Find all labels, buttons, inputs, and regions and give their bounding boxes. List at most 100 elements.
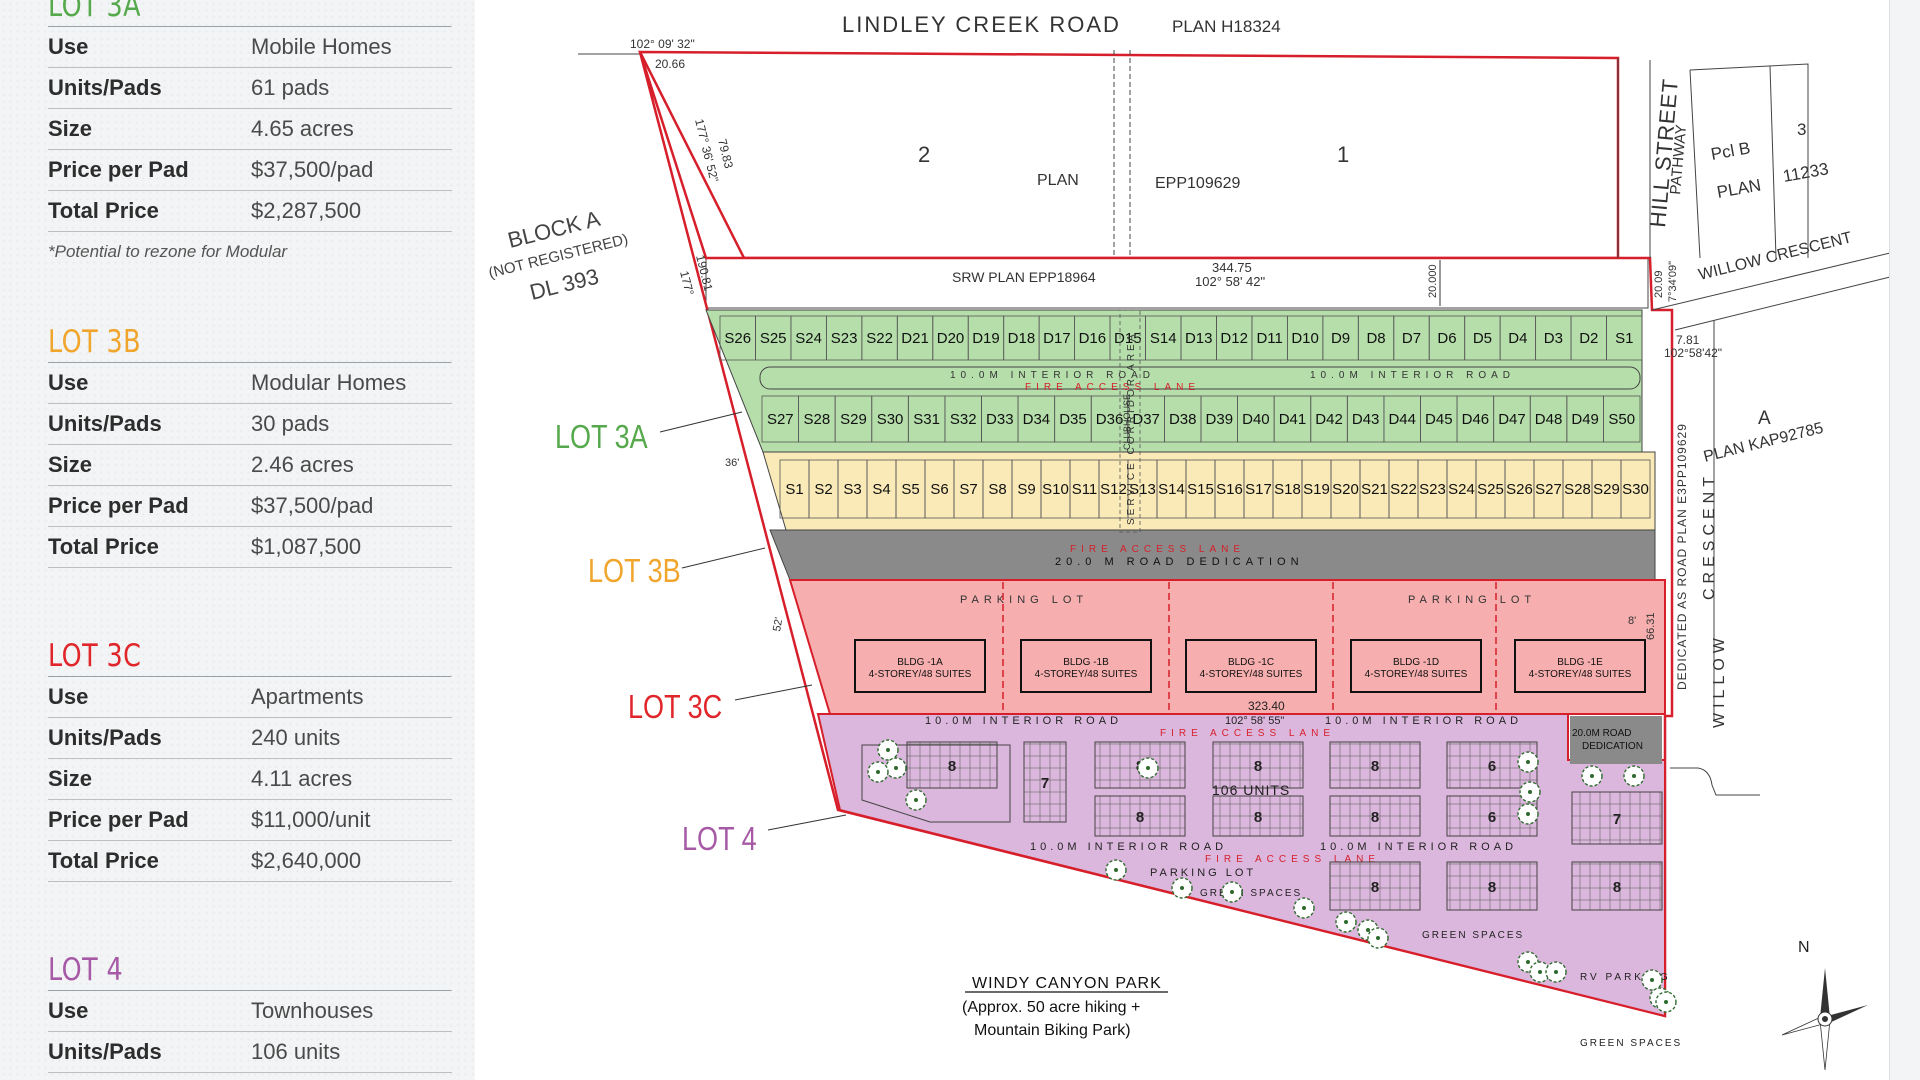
pad-label: D46 xyxy=(1462,411,1490,428)
lot-3c-title: LOT 3C xyxy=(48,636,452,677)
crescent-vertical: CRESCENT xyxy=(1701,472,1718,600)
lot-4-title: LOT 4 xyxy=(48,950,452,991)
interior-road-label: 10.0M INTERIOR ROAD xyxy=(1310,370,1515,381)
pad-label: S24 xyxy=(795,330,822,347)
row-value: Townhouses xyxy=(251,998,374,1023)
row-key: Units/Pads xyxy=(48,75,162,100)
pad-label: S14 xyxy=(1158,481,1185,498)
interior-road-label: 10.0M INTERIOR ROAD xyxy=(950,370,1155,381)
row-value: 240 units xyxy=(251,725,341,750)
pad-label: S32 xyxy=(950,411,977,428)
dim-66: 66.31 xyxy=(1645,612,1657,640)
townhouse-count: 7 xyxy=(1613,811,1621,828)
interior-road-label: 10.0M INTERIOR ROAD xyxy=(925,715,1122,727)
tree-center-icon xyxy=(1366,928,1370,932)
pad-label: S11 xyxy=(1072,481,1098,498)
road-ded-small-label2: DEDICATION xyxy=(1582,741,1643,752)
srw-width: 20.000 xyxy=(1427,264,1439,298)
plan-11233-a: PLAN xyxy=(1715,176,1762,202)
tree-center-icon xyxy=(1230,890,1234,894)
row-value: $2,287,500 xyxy=(251,198,362,223)
row-value: $37,500/pad xyxy=(251,157,374,182)
row-key: Use xyxy=(48,34,89,59)
pad-label: D8 xyxy=(1366,330,1385,347)
pad-label: S27 xyxy=(767,411,794,428)
wc-dist: 20.09 xyxy=(1653,270,1665,298)
srw-plan: SRW PLAN EPP18964 xyxy=(952,269,1096,285)
plan-a: A xyxy=(1758,408,1771,429)
tree-center-icon xyxy=(1528,790,1532,794)
pad-label: S12 xyxy=(1100,481,1127,498)
building-desc: 4-STOREY/48 SUITES xyxy=(1365,669,1468,680)
row-key: Units/Pads xyxy=(48,725,162,750)
building-desc: 4-STOREY/48 SUITES xyxy=(1200,669,1303,680)
townhouse-count: 8 xyxy=(1488,879,1496,896)
pad-label: D38 xyxy=(1169,411,1197,428)
pad-cell xyxy=(1603,395,1641,443)
row-key: Total Price xyxy=(48,198,159,223)
tree-center-icon xyxy=(1554,970,1558,974)
wc-bearing: 7°34'09" xyxy=(1667,261,1679,302)
pcl-3: 3 xyxy=(1797,120,1806,139)
pad-label: S26 xyxy=(1506,481,1533,498)
bearing-top: 102° 09' 32" xyxy=(630,37,695,51)
pad-label: D3 xyxy=(1544,330,1563,347)
plan-word: PLAN xyxy=(1037,172,1079,189)
lot-3c-panel: LOT 3C Use Apartments Units/Pads 240 units… xyxy=(48,636,452,882)
townhouse-block xyxy=(1571,861,1663,911)
pad-label: D47 xyxy=(1498,411,1526,428)
townhouse-count: 6 xyxy=(1488,758,1496,775)
tree-center-icon xyxy=(1590,774,1594,778)
lot-3c-price-row: Price per Pad$11,000/unit xyxy=(48,800,452,841)
row-value: $1,087,500 xyxy=(251,534,362,559)
trees xyxy=(867,739,1677,1013)
interior-road-label: 10.0M INTERIOR ROAD xyxy=(1030,841,1227,853)
parcel-1-2-boundary xyxy=(637,50,1620,260)
park-title: WINDY CANYON PARK xyxy=(972,975,1162,992)
srw-strip xyxy=(705,257,1649,309)
townhouse-block xyxy=(1023,741,1067,823)
fire-lane-label: FIRE ACCESS LANE xyxy=(1160,728,1335,739)
row-key: Size xyxy=(48,452,93,477)
townhouse-count: 8 xyxy=(948,758,956,775)
pad-label: S25 xyxy=(760,330,787,347)
lot-3c-callout: LOT 3C xyxy=(628,690,722,726)
townhouse-block xyxy=(1329,861,1421,911)
park-line-2: Mountain Biking Park) xyxy=(974,1022,1131,1039)
pad-label: D5 xyxy=(1473,330,1492,347)
north-label: N xyxy=(1798,939,1810,956)
srw-dist: 344.75 xyxy=(1212,260,1252,275)
pad-label: S29 xyxy=(1593,481,1620,498)
pad-label: S8 xyxy=(988,481,1006,498)
row-value: Apartments xyxy=(251,684,364,709)
pad-label: S25 xyxy=(1477,481,1504,498)
lot-3c-use-row: Use Apartments xyxy=(48,677,452,718)
tree-center-icon xyxy=(894,766,898,770)
road-ded-small-label: 20.0M ROAD xyxy=(1572,728,1631,739)
row-key: Price per Pad xyxy=(48,157,189,182)
tree-center-icon xyxy=(1180,886,1184,890)
plan-h18324: PLAN H18324 xyxy=(1172,17,1281,36)
pad-label: D49 xyxy=(1571,411,1599,428)
dist-top: 20.66 xyxy=(655,57,685,71)
pad-label: S10 xyxy=(1042,481,1069,498)
row-key: Use xyxy=(48,684,89,709)
pad-label: S28 xyxy=(804,411,831,428)
plan-epp: EPP109629 xyxy=(1155,175,1241,192)
building-name: BLDG -1A xyxy=(897,657,943,668)
townhouse-count: 8 xyxy=(1613,879,1621,896)
row-value: 4.65 acres xyxy=(251,116,354,141)
pad-label: D18 xyxy=(1008,330,1036,347)
row-value: Mobile Homes xyxy=(251,34,392,59)
pad-label: D33 xyxy=(986,411,1014,428)
pad-label: D21 xyxy=(901,330,929,347)
